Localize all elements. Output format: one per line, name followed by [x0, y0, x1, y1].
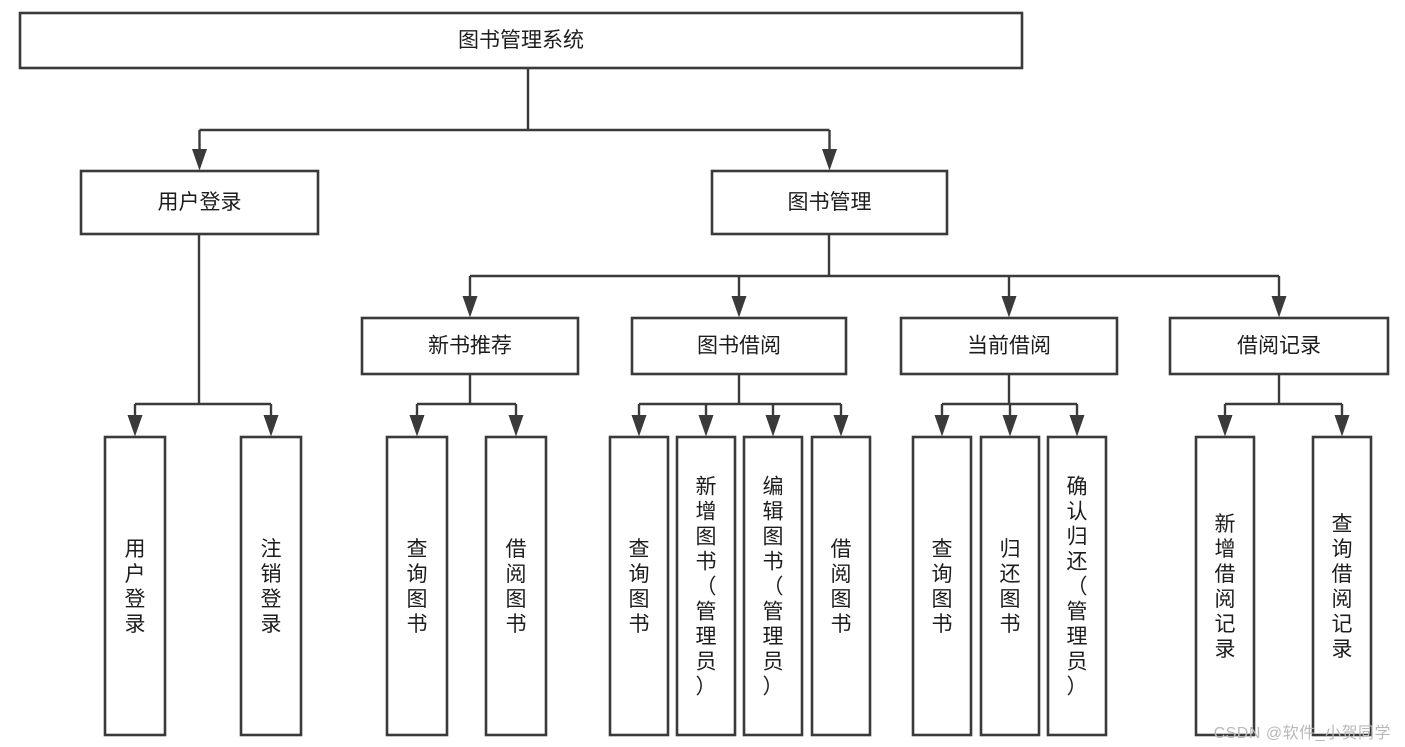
node-leaf-edit-book[interactable]: 编辑图书（管理员）: [742, 435, 804, 737]
arrow-head-icon: [822, 149, 837, 171]
node-label: 图书借阅: [697, 335, 781, 358]
arrow-head-icon: [1271, 296, 1287, 318]
node-root[interactable]: 图书管理系统: [18, 11, 1024, 70]
node-label: 新书推荐: [428, 335, 512, 358]
node-label: 查询图书: [932, 538, 953, 636]
arrow-head-icon: [263, 415, 279, 437]
node-leaf-logout[interactable]: 注销登录: [239, 435, 303, 737]
node-label: 新增借阅记录: [1215, 513, 1236, 661]
nodes-layer: 图书管理系统用户登录图书管理新书推荐图书借阅当前借阅借阅记录用户登录注销登录查询…: [18, 11, 1390, 737]
node-label: 确认归还（管理员）: [1067, 476, 1088, 699]
arrow-head-icon: [127, 415, 143, 437]
arrow-head-icon: [698, 415, 714, 437]
node-leaf-borrow-book-2[interactable]: 借阅图书: [810, 435, 872, 737]
arrow-head-icon: [731, 296, 747, 318]
node-current-borrow[interactable]: 当前借阅: [899, 316, 1119, 376]
node-label: 查询借阅记录: [1332, 513, 1353, 661]
node-label: 归还图书: [1000, 538, 1021, 636]
node-box[interactable]: [18, 11, 1024, 70]
node-label: 借阅记录: [1237, 335, 1321, 358]
node-box[interactable]: [608, 435, 670, 737]
node-box[interactable]: [484, 435, 548, 737]
node-box[interactable]: [710, 169, 949, 236]
node-book-borrow[interactable]: 图书借阅: [630, 316, 848, 376]
node-box[interactable]: [810, 435, 872, 737]
node-label: 借阅图书: [831, 538, 852, 636]
arrow-head-icon: [1334, 415, 1350, 437]
arrow-head-icon: [1217, 415, 1233, 437]
edge-userlogin-to-leaves: [127, 234, 279, 437]
arrow-head-icon: [192, 149, 207, 171]
node-leaf-borrow-book-1[interactable]: 借阅图书: [484, 435, 548, 737]
edge-borrow-to-leaves: [631, 374, 849, 437]
node-leaf-confirm-return[interactable]: 确认归还（管理员）: [1046, 435, 1108, 737]
node-label: 图书管理: [788, 191, 872, 214]
node-box[interactable]: [1311, 435, 1373, 737]
arrow-head-icon: [765, 415, 781, 437]
node-box[interactable]: [1046, 435, 1108, 737]
node-leaf-query-record[interactable]: 查询借阅记录: [1311, 435, 1373, 737]
node-label: 查询图书: [629, 538, 650, 636]
arrow-head-icon: [508, 415, 524, 437]
node-label: 注销登录: [261, 538, 282, 636]
node-box[interactable]: [630, 316, 848, 376]
node-label: 当前借阅: [967, 335, 1051, 358]
arrow-head-icon: [631, 415, 647, 437]
csdn-watermark: CSDN @软件_小贺同学: [1213, 725, 1391, 742]
node-new-book-recommend[interactable]: 新书推荐: [360, 316, 580, 376]
node-box[interactable]: [979, 435, 1041, 737]
edge-current-to-leaves: [934, 374, 1085, 437]
node-box[interactable]: [899, 316, 1119, 376]
node-leaf-return-book[interactable]: 归还图书: [979, 435, 1041, 737]
edge-root-to-level1: [192, 68, 837, 171]
edge-record-to-leaves: [1217, 374, 1350, 437]
node-leaf-query-book-1[interactable]: 查询图书: [385, 435, 449, 737]
node-box[interactable]: [385, 435, 449, 737]
arrow-head-icon: [1069, 415, 1085, 437]
node-leaf-query-book-2[interactable]: 查询图书: [608, 435, 670, 737]
node-label: 用户登录: [158, 191, 242, 214]
arrow-head-icon: [1001, 296, 1017, 318]
node-box[interactable]: [911, 435, 973, 737]
node-user-login[interactable]: 用户登录: [79, 169, 320, 236]
arrow-head-icon: [833, 415, 849, 437]
arrow-head-icon: [462, 296, 478, 318]
edges-layer: [127, 68, 1350, 437]
node-label: 编辑图书（管理员）: [763, 476, 784, 699]
node-box[interactable]: [239, 435, 303, 737]
node-label: 图书管理系统: [458, 29, 584, 52]
node-leaf-add-record[interactable]: 新增借阅记录: [1194, 435, 1256, 737]
edge-recommend-to-leaves: [409, 374, 524, 437]
node-book-manage[interactable]: 图书管理: [710, 169, 949, 236]
node-leaf-user-login[interactable]: 用户登录: [103, 435, 167, 737]
node-label: 新增图书（管理员）: [696, 476, 717, 699]
node-box[interactable]: [1194, 435, 1256, 737]
arrow-head-icon: [1002, 415, 1018, 437]
node-label: 查询图书: [407, 538, 428, 636]
node-borrow-record[interactable]: 借阅记录: [1168, 316, 1390, 376]
node-leaf-add-book[interactable]: 新增图书（管理员）: [675, 435, 737, 737]
node-leaf-query-book-3[interactable]: 查询图书: [911, 435, 973, 737]
node-box[interactable]: [360, 316, 580, 376]
node-box[interactable]: [742, 435, 804, 737]
node-box[interactable]: [79, 169, 320, 236]
arrow-head-icon: [409, 415, 425, 437]
arrow-head-icon: [934, 415, 950, 437]
node-box[interactable]: [103, 435, 167, 737]
node-box[interactable]: [1168, 316, 1390, 376]
node-box[interactable]: [675, 435, 737, 737]
node-label: 借阅图书: [506, 538, 527, 636]
node-label: 用户登录: [125, 538, 146, 636]
edge-bookmanage-to-level2: [462, 234, 1287, 318]
